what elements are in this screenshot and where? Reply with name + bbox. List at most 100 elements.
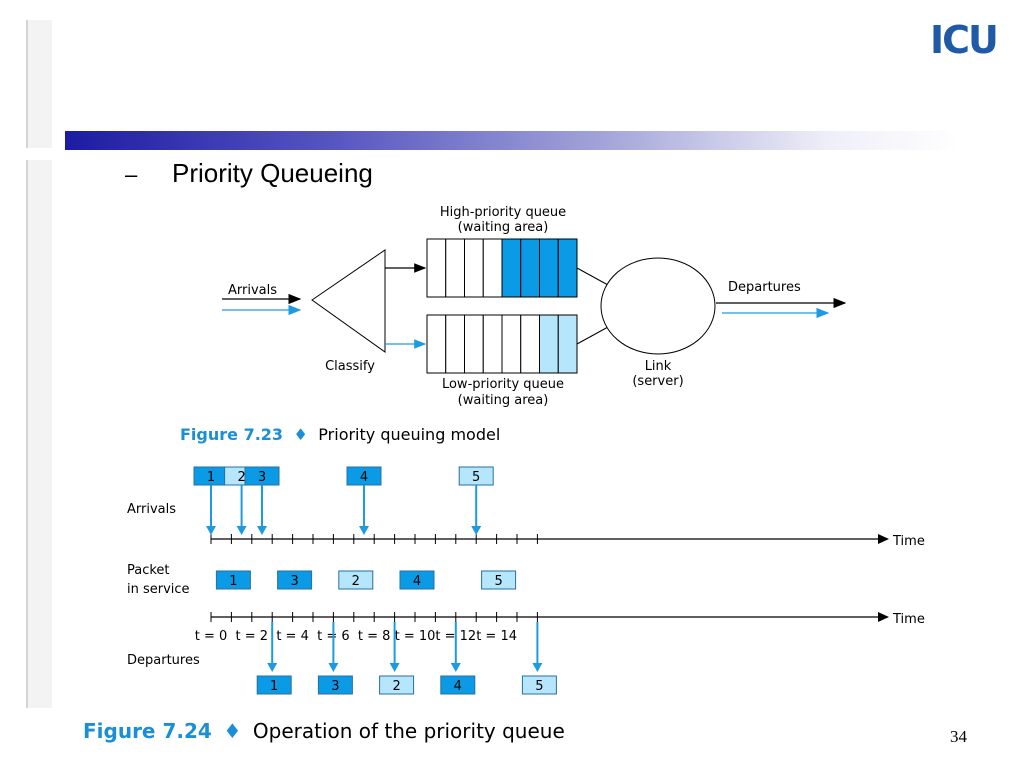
high-queue-label-1: High-priority queue	[440, 205, 566, 220]
low-queue-label-1: Low-priority queue	[442, 377, 564, 392]
service-packet-2: 2	[338, 570, 374, 590]
departure-packet-4: 4	[440, 675, 476, 695]
high-priority-queue	[426, 238, 578, 298]
departure-packet-label-5: 5	[535, 679, 543, 694]
arrival-arrow-5-head	[471, 526, 482, 535]
service-packet-label-4: 4	[413, 574, 421, 589]
figure-7-23-caption: Figure 7.23 ♦ Priority queuing model	[180, 425, 500, 444]
fig24-departures-label: Departures	[127, 653, 200, 668]
page-number: 34	[950, 727, 967, 746]
high-queue-cell-8	[557, 238, 578, 298]
time-axis-arrowhead-2	[878, 612, 889, 622]
arrival-packet-5: 5	[458, 466, 494, 486]
tick-label-t4: t = 4	[276, 629, 309, 644]
figure-7-24-text: Operation of the priority queue	[253, 719, 565, 743]
high-queue-cell-4	[482, 238, 503, 298]
service-packet-box-3	[277, 570, 313, 590]
tick-label-t8: t = 8	[358, 629, 391, 644]
departure-packet-box-1	[256, 675, 292, 695]
service-packet-box-2	[338, 570, 374, 590]
bullet-dash: –	[125, 162, 138, 187]
departure-packet-label-1: 1	[270, 679, 278, 694]
slide-heading: Priority Queueing	[172, 158, 373, 188]
service-packet-box-4	[399, 570, 435, 590]
departure-arrow-2-head	[389, 663, 400, 672]
low-queue-cell-5	[501, 314, 522, 374]
departure-arrow-3-head	[328, 663, 339, 672]
high-queue-cell-3	[464, 238, 484, 298]
service-packet-label-5: 5	[494, 574, 502, 589]
departure-packet-1: 1	[256, 675, 292, 695]
high-queue-cell-7	[539, 238, 559, 298]
fig24-arrivals-label: Arrivals	[127, 502, 176, 517]
arrival-arrow-3-head	[257, 526, 267, 535]
service-packet-1: 1	[215, 570, 251, 590]
low-queue-cell-7	[539, 314, 559, 374]
departure-packet-label-4: 4	[454, 679, 462, 694]
arrival-packet-label-3: 3	[258, 470, 266, 485]
high-queue-cell-2	[445, 238, 465, 298]
high-to-link-line	[576, 267, 609, 286]
high-queue-cell-5	[501, 238, 522, 298]
fig24-service-label-2: in service	[127, 582, 190, 597]
figure-7-23-number: Figure 7.23	[180, 425, 283, 444]
figure-7-24-caption: Figure 7.24 ♦ Operation of the priority …	[83, 719, 565, 743]
departure-packet-box-4	[440, 675, 476, 695]
arrivals-label: Arrivals	[228, 283, 277, 298]
figure-7-24-number: Figure 7.24	[83, 719, 212, 743]
arrival-arrow-2-head	[236, 526, 247, 535]
departure-packet-label-2: 2	[392, 679, 400, 694]
high-queue-cell-6	[520, 238, 540, 298]
departure-packet-box-2	[379, 675, 415, 695]
time-axis-arrowhead-1	[878, 534, 889, 544]
arrival-packet-label-4: 4	[360, 470, 368, 485]
arrival-packet-3: 3	[244, 466, 280, 486]
departure-packet-box-5	[521, 675, 557, 695]
classifier-triangle	[311, 249, 386, 353]
low-queue-cell-1	[426, 314, 447, 374]
tick-label-t2: t = 2	[236, 629, 269, 644]
departure-arrow-5-head	[532, 663, 543, 672]
low-queue-cell-4	[482, 314, 503, 374]
departures-label: Departures	[728, 280, 801, 295]
service-packet-label-2: 2	[352, 574, 360, 589]
low-priority-queue	[426, 314, 578, 374]
fig24-service-label-1: Packet	[127, 563, 170, 578]
arrival-packet-label-1: 1	[207, 470, 215, 485]
service-packet-box-1	[215, 570, 251, 590]
high-queue-cell-1	[426, 238, 447, 298]
time-axis-label-1: Time	[892, 534, 925, 549]
link-label-2: (server)	[632, 374, 683, 389]
arrival-packet-label-5: 5	[472, 470, 480, 485]
low-to-link-line	[576, 326, 609, 345]
high-queue-label-2: (waiting area)	[458, 220, 549, 235]
low-queue-cell-3	[464, 314, 484, 374]
tick-label-t14: t = 14	[476, 629, 517, 644]
service-packet-5: 5	[481, 570, 517, 590]
icu-logo: ICU	[930, 18, 999, 62]
low-queue-cell-2	[445, 314, 465, 374]
departure-packet-3: 3	[317, 675, 353, 695]
header-bar	[65, 131, 960, 150]
low-queue-cell-6	[520, 314, 540, 374]
departure-arrow-1-head	[267, 663, 278, 672]
left-rule-top	[26, 20, 52, 148]
link-label-1: Link	[645, 359, 672, 374]
departure-packet-label-3: 3	[331, 679, 339, 694]
low-queue-label-2: (waiting area)	[458, 393, 549, 408]
tick-label-t10: t = 10	[395, 629, 436, 644]
time-axis-label-2: Time	[892, 612, 925, 627]
service-packet-label-1: 1	[229, 574, 237, 589]
departure-packet-5: 5	[521, 675, 557, 695]
figure-7-23-separator: ♦	[294, 425, 308, 444]
service-packet-box-5	[481, 570, 517, 590]
figure-7-23-text: Priority queuing model	[318, 425, 500, 444]
left-rule-bottom	[26, 160, 52, 708]
tick-label-t0: t = 0	[195, 629, 228, 644]
departure-packet-box-3	[317, 675, 353, 695]
service-packet-4: 4	[399, 570, 435, 590]
arrival-packet-label-2: 2	[237, 470, 245, 485]
arrival-arrow-1-head	[206, 526, 216, 535]
